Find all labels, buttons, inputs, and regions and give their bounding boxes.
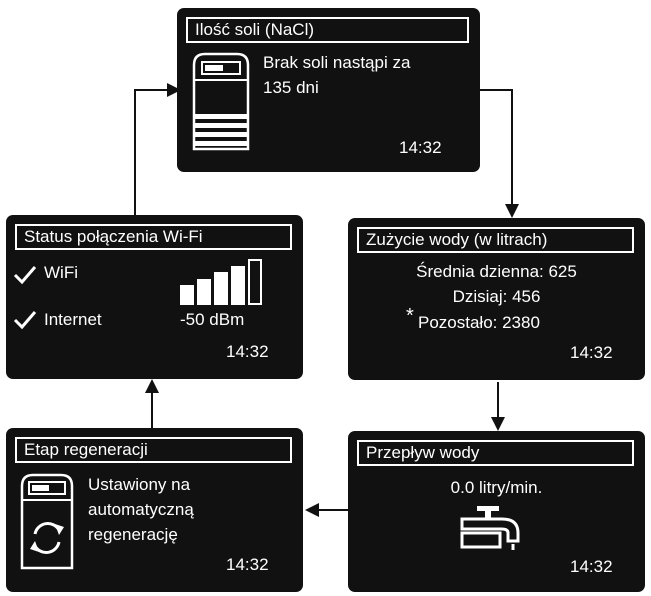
signal-bar [214,272,228,305]
signal-bar [197,279,211,305]
wifi-check-icon [13,266,37,285]
water-flow-screen: Przepływ wody 0.0 litry/min. 14:32 [348,431,645,592]
regeneration-text-line2: automatyczną [88,500,194,519]
water-flow-rate: 0.0 litry/min. [450,478,543,497]
regeneration-screen: Etap regeneracji Ustawiony na automatycz… [6,428,303,592]
wifi-label: WiFi [44,263,78,282]
regeneration-text-line1: Ustawiony na [88,475,191,494]
wifi-status-title: Status połączenia Wi-Fi [15,224,292,250]
water-usage-time: 14:32 [570,343,613,362]
water-softener-salt-level-icon [192,52,250,151]
arrow-salt-to-usage [480,89,513,205]
signal-bar [248,259,262,305]
regeneration-title: Etap regeneracji [15,437,292,463]
regeneration-text-line3: regenerację [88,525,178,544]
salt-days-text-line1: Brak soli nastąpi za [263,53,411,72]
salt-days-text-line2: 135 dni [263,78,319,97]
internet-label: Internet [44,310,102,329]
water-flow-title: Przepływ wody [357,440,634,466]
signal-strength-icon [180,259,262,305]
wifi-time: 14:32 [226,342,269,361]
water-usage-daily-average: Średnia dzienna: 625 [416,262,577,281]
internet-check-icon [13,311,37,330]
wifi-status-screen: Status połączenia Wi-Fi WiFi Internet -5… [6,215,303,379]
wifi-signal-strength: -50 dBm [180,310,245,329]
water-flow-time: 14:32 [570,557,613,576]
water-usage-title: Zużycie wody (w litrach) [357,227,634,253]
water-usage-today: Dzisiaj: 456 [452,287,541,306]
water-usage-asterisk: * [406,305,414,327]
signal-bar [180,285,194,305]
water-tap-icon [460,506,520,550]
salt-level-title: Ilość soli (NaCl) [186,17,469,43]
arrow-wifi-to-salt [134,89,168,215]
salt-level-screen: Ilość soli (NaCl) Brak soli nastąpi za 1… [177,8,480,172]
water-softener-regeneration-icon [20,473,74,570]
salt-time: 14:32 [399,138,442,157]
water-usage-remaining: Pozostało: 2380 [418,313,540,332]
water-usage-screen: Zużycie wody (w litrach) Średnia dzienna… [348,218,645,380]
signal-bar [231,266,245,305]
regeneration-time: 14:32 [226,555,269,574]
